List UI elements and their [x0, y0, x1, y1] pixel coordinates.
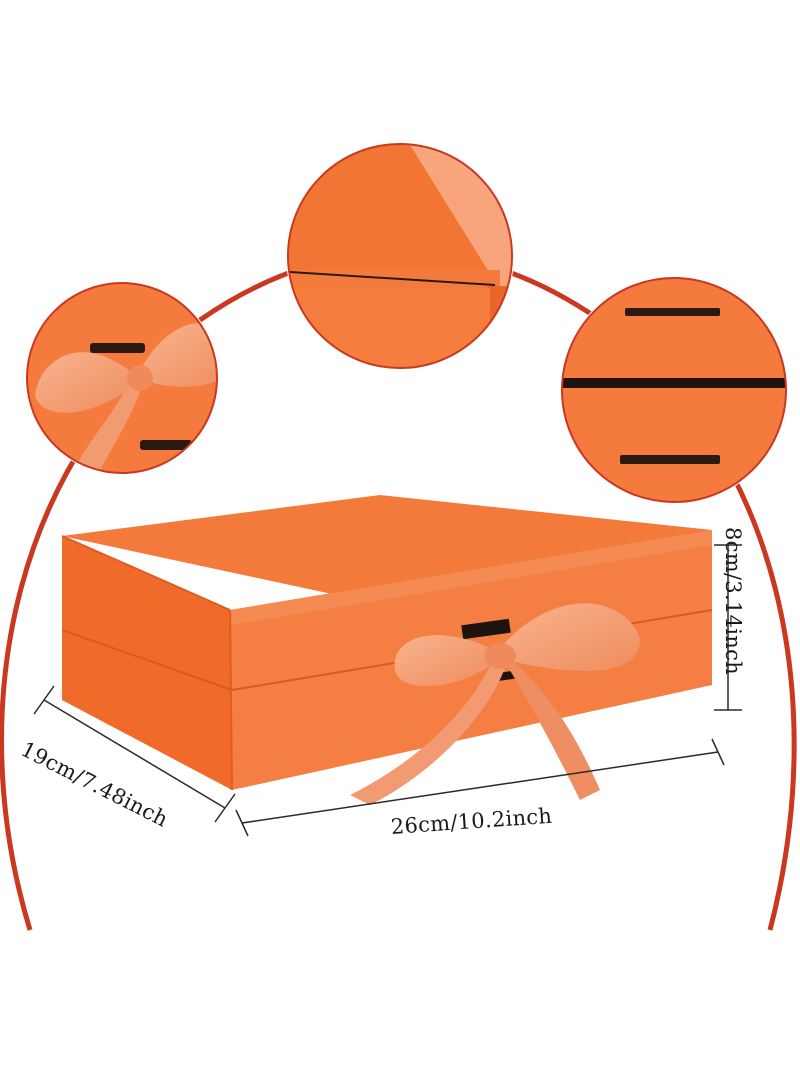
- depth-dimension-line: [33, 685, 236, 823]
- height-dimension-line: [714, 544, 742, 711]
- height-label: 8cm/3.14inch: [721, 527, 745, 675]
- width-dimension-line: [235, 738, 725, 837]
- magnetic-lid-corner-zoom: [286, 142, 514, 370]
- ribbon-slot-zoom: [560, 276, 788, 504]
- ribbon-bow: [350, 603, 640, 805]
- ribbon-closure-zoom: [25, 281, 219, 475]
